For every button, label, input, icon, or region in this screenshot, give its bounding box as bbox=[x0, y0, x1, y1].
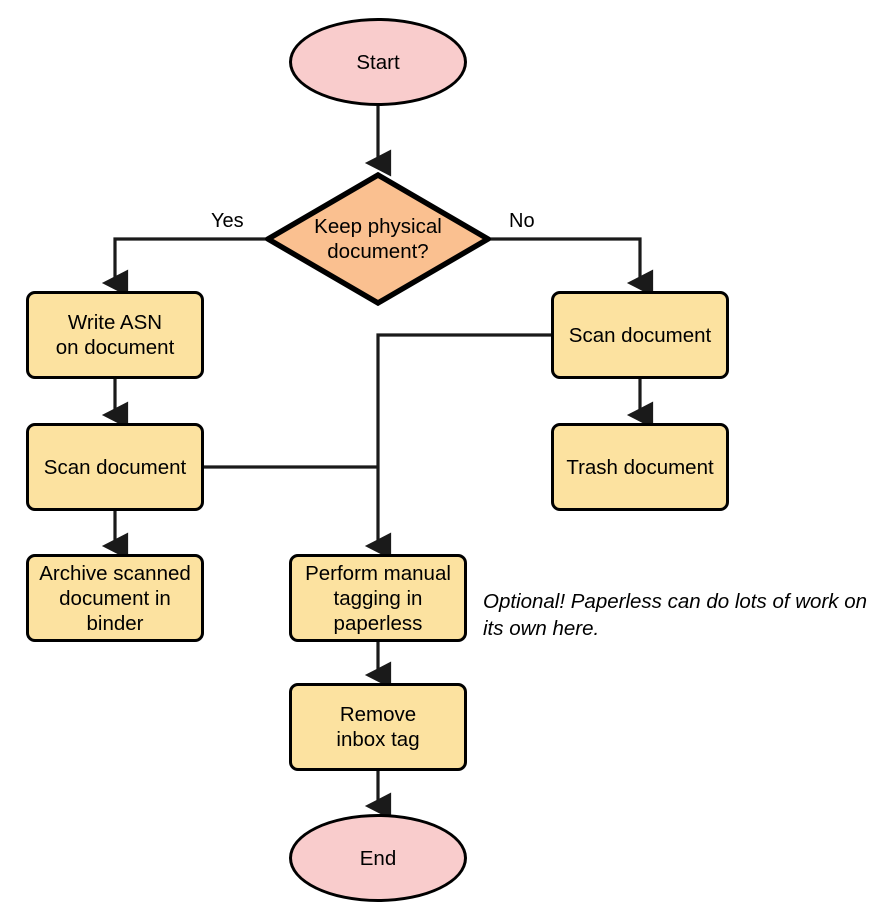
edge-label-yes: Yes bbox=[211, 210, 244, 232]
node-start-label: Start bbox=[356, 50, 400, 74]
node-trash-document-label: Trash document bbox=[566, 455, 714, 479]
edge-label-no: No bbox=[509, 210, 535, 232]
node-scan-document-right-label: Scan document bbox=[568, 323, 712, 347]
annotation-paperless-optional-note: Optional! Paperless can do lots of work … bbox=[483, 590, 868, 640]
node-end-label: End bbox=[359, 846, 397, 870]
node-trash-document[interactable]: Trash document bbox=[551, 423, 729, 511]
node-keep-physical-document-label: Keep physical document? bbox=[314, 215, 442, 263]
diamond-shape bbox=[265, 172, 491, 306]
node-remove-inbox-tag[interactable]: Remove inbox tag bbox=[289, 683, 467, 771]
node-end[interactable]: End bbox=[289, 814, 467, 902]
node-perform-manual-tagging-in-paperless[interactable]: Perform manual tagging in paperless bbox=[289, 554, 467, 642]
node-scan-document-right[interactable]: Scan document bbox=[551, 291, 729, 379]
node-remove-inbox-tag-label: Remove inbox tag bbox=[336, 703, 420, 751]
node-keep-physical-document[interactable]: Keep physical document? bbox=[265, 172, 491, 306]
node-start[interactable]: Start bbox=[289, 18, 467, 106]
edge-decision-no bbox=[491, 237, 654, 297]
node-archive-scanned-document-in-binder-label: Archive scanned document in binder bbox=[39, 561, 191, 635]
node-write-asn-on-document[interactable]: Write ASN on document bbox=[26, 291, 204, 379]
node-perform-manual-tagging-in-paperless-label: Perform manual tagging in paperless bbox=[305, 561, 451, 635]
node-write-asn-on-document-label: Write ASN on document bbox=[55, 311, 175, 359]
edge-decision-yes bbox=[101, 237, 265, 297]
edge-scan-right-to-tagging bbox=[364, 333, 551, 560]
node-scan-document-left[interactable]: Scan document bbox=[26, 423, 204, 511]
node-scan-document-left-label: Scan document bbox=[43, 455, 187, 479]
node-archive-scanned-document-in-binder[interactable]: Archive scanned document in binder bbox=[26, 554, 204, 642]
